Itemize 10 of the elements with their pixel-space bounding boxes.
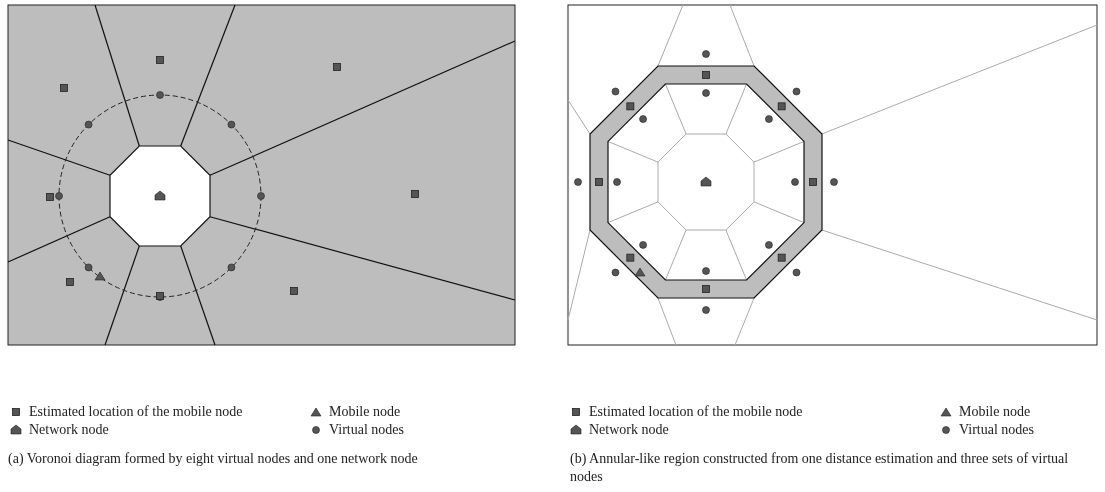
legend-text: Virtual nodes xyxy=(959,422,1034,438)
panel-caption: (b) Annular-like region constructed from one distance estimation and three sets of virtual nodes xyxy=(570,450,1070,486)
legend-text: Network node xyxy=(589,422,669,438)
legend-text: Mobile node xyxy=(959,404,1031,420)
legend-text: Network node xyxy=(29,422,109,438)
legend-text: Estimated location of the mobile node xyxy=(589,404,803,420)
panel-caption: (a) Voronoi diagram formed by eight virtual nodes and one network node xyxy=(8,450,419,468)
legend-text: Estimated location of the mobile node xyxy=(29,404,243,420)
legend-text: Mobile node xyxy=(329,404,401,420)
legend-text: Virtual nodes xyxy=(329,422,404,438)
